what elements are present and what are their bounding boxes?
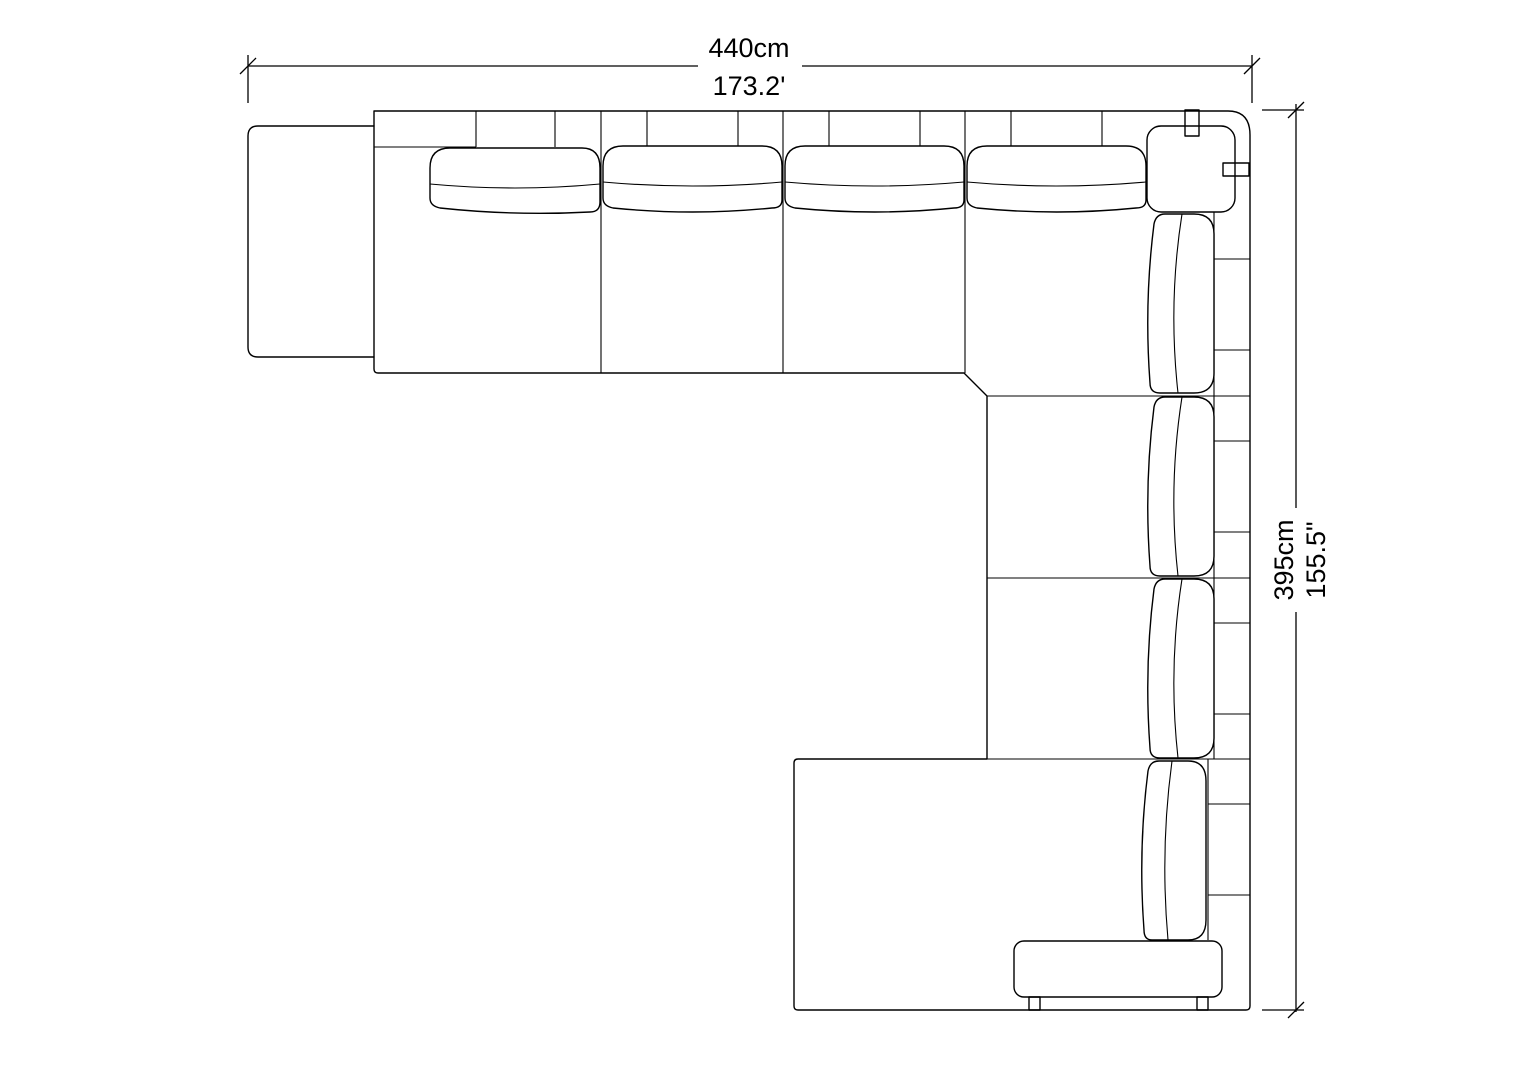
depth-tick-bottom: [1287, 1001, 1305, 1019]
corner-table-tab: [1222, 162, 1250, 177]
depth-label-mask: [1262, 508, 1330, 612]
width-in-label: 173.2': [713, 71, 786, 101]
corner-table: [1146, 109, 1250, 213]
back-cushion: [784, 145, 965, 213]
sofa-outer-outline: [373, 110, 1251, 1011]
depth-tick-top: [1287, 101, 1305, 119]
width-label-mask: [698, 40, 802, 92]
width-cm-label: 440cm: [708, 33, 789, 63]
back-cushion: [1141, 760, 1207, 941]
width-tick-right: [1243, 57, 1261, 75]
corner-table-tab: [1184, 109, 1200, 137]
right-column-section: [987, 212, 1250, 941]
back-cushion: [966, 145, 1147, 213]
back-cushion: [1147, 396, 1215, 577]
depth-in-label: 155.5": [1301, 521, 1331, 598]
back-cushion: [602, 145, 783, 213]
width-tick-left: [239, 57, 257, 75]
left-footrest-outline: [247, 125, 375, 358]
depth-dimension: 395cm 155.5": [1262, 101, 1331, 1019]
corner-table-top: [1146, 125, 1236, 213]
top-row-section: [373, 109, 1251, 1011]
left-footrest-extension: [247, 125, 375, 358]
back-cushion: [1147, 213, 1215, 394]
footrest-leg: [1196, 996, 1209, 1011]
back-cushion: [1147, 578, 1215, 759]
footrest-cushion: [1013, 940, 1223, 998]
back-cushion: [429, 147, 601, 215]
footrest-leg: [1028, 996, 1041, 1011]
bottom-footrest: [1013, 940, 1223, 1011]
width-dimension: 440cm 173.2': [239, 33, 1261, 103]
depth-cm-label: 395cm: [1269, 519, 1299, 600]
